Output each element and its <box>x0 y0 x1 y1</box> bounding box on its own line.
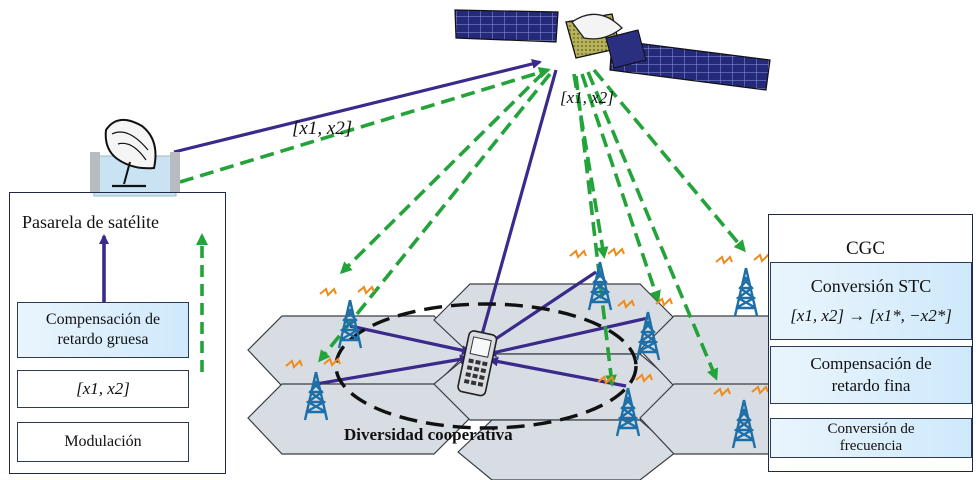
gateway-link-label: [x1, x2] <box>292 118 353 139</box>
coarse-comp-line1: Compensación de <box>45 311 161 328</box>
relayed-links <box>179 66 746 387</box>
modulation-box: Modulación <box>17 422 189 462</box>
repeater-tower-icon <box>617 297 673 361</box>
gateway-uplink-dashed <box>179 66 551 184</box>
signal-box: [x1, x2] <box>17 370 189 408</box>
cooperative-diversity-label: Diversidad cooperativa <box>344 425 513 444</box>
stc-title: Conversión STC <box>810 276 932 296</box>
satellite-icon <box>454 9 771 91</box>
signal-spark-icon <box>597 373 653 385</box>
freq-line1: Conversión de <box>827 421 915 437</box>
solar-panel-right <box>609 39 771 91</box>
signal-spark-icon <box>569 247 625 259</box>
modulation-label: Modulación <box>64 433 142 450</box>
repeater-tower-icon <box>715 253 771 317</box>
signal-spark-icon <box>715 253 771 265</box>
satellite-dish <box>571 13 623 40</box>
tower-group <box>285 247 771 449</box>
tower-link <box>486 316 649 358</box>
downlink-dashed <box>592 68 746 253</box>
stc-conversion-box: Conversión STC [x1, x2] → [x1*, −x2*] <box>770 262 972 340</box>
downlink-dashed <box>574 75 617 387</box>
gateway-uplink <box>173 59 542 154</box>
fine-comp-line1: Compensación de <box>810 354 932 373</box>
freq-line2: frecuencia <box>839 438 903 454</box>
signal-spark-icon <box>713 385 769 397</box>
satellite-downlink <box>473 69 558 358</box>
tower-link <box>349 324 472 356</box>
signal-spark-icon <box>285 357 341 369</box>
handheld-terminal-icon <box>457 330 498 397</box>
repeater-tower-icon <box>713 385 769 449</box>
frequency-conversion-box: Conversión de frecuencia <box>770 418 972 458</box>
coarse-delay-compensation-box: Compensación de retardo gruesa <box>17 302 189 358</box>
signal-spark-icon <box>617 297 673 309</box>
tower-link <box>488 356 627 388</box>
fine-comp-line2: retardo fina <box>831 376 911 395</box>
cooperative-diversity-ellipse <box>334 302 638 430</box>
downlink-dashed <box>339 70 546 275</box>
repeater-tower-icon <box>597 373 653 437</box>
tower-link <box>480 270 597 350</box>
cgc-title: CGC <box>846 238 886 259</box>
downlink-dashed <box>318 72 552 363</box>
signal-spark-icon <box>319 285 375 297</box>
repeater-tower-icon <box>569 247 625 311</box>
gateway-title: Pasarela de satélite <box>22 212 159 232</box>
solar-panel-left <box>454 9 559 43</box>
gateway-panel <box>9 192 226 474</box>
coarse-comp-line2: retardo gruesa <box>57 331 149 348</box>
downlink-dashed <box>586 71 719 381</box>
fine-delay-compensation-box: Compensación de retardo fina <box>770 346 972 404</box>
gateway-signal-label: [x1, x2] <box>76 379 130 398</box>
gateway-dish-icon <box>90 119 180 197</box>
downlink-dashed <box>580 73 661 303</box>
repeater-tower-icon <box>319 285 375 349</box>
satellite-signal-label: [x1, x2] <box>560 88 614 107</box>
repeater-tower-icon <box>285 357 341 421</box>
stc-formula: [x1, x2] → [x1*, −x2*] <box>790 306 952 325</box>
satellite-side <box>605 29 647 69</box>
